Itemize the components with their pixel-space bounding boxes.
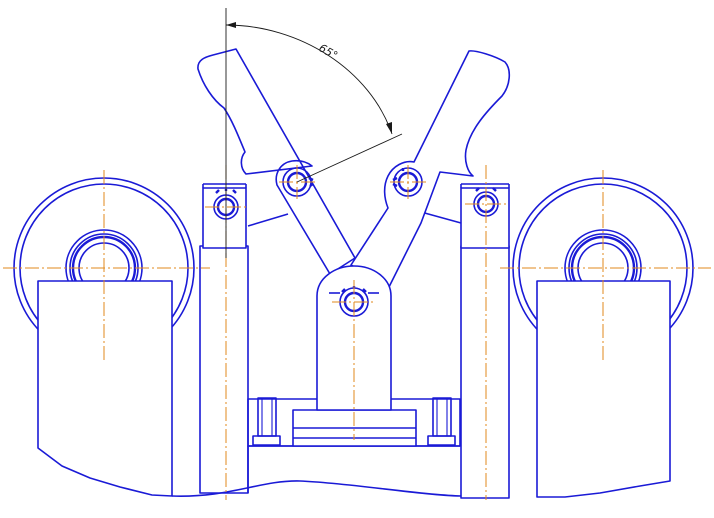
tie-bars — [247, 211, 462, 227]
right-support-column — [460, 183, 510, 499]
left-support-column — [199, 183, 249, 494]
angle-dimension: 65° — [225, 8, 403, 258]
right-bolt — [427, 397, 456, 446]
angle-dimension-label: 65° — [317, 41, 340, 62]
left-base-block — [37, 280, 173, 497]
left-bolt — [252, 397, 281, 446]
right-base-block — [536, 280, 671, 498]
